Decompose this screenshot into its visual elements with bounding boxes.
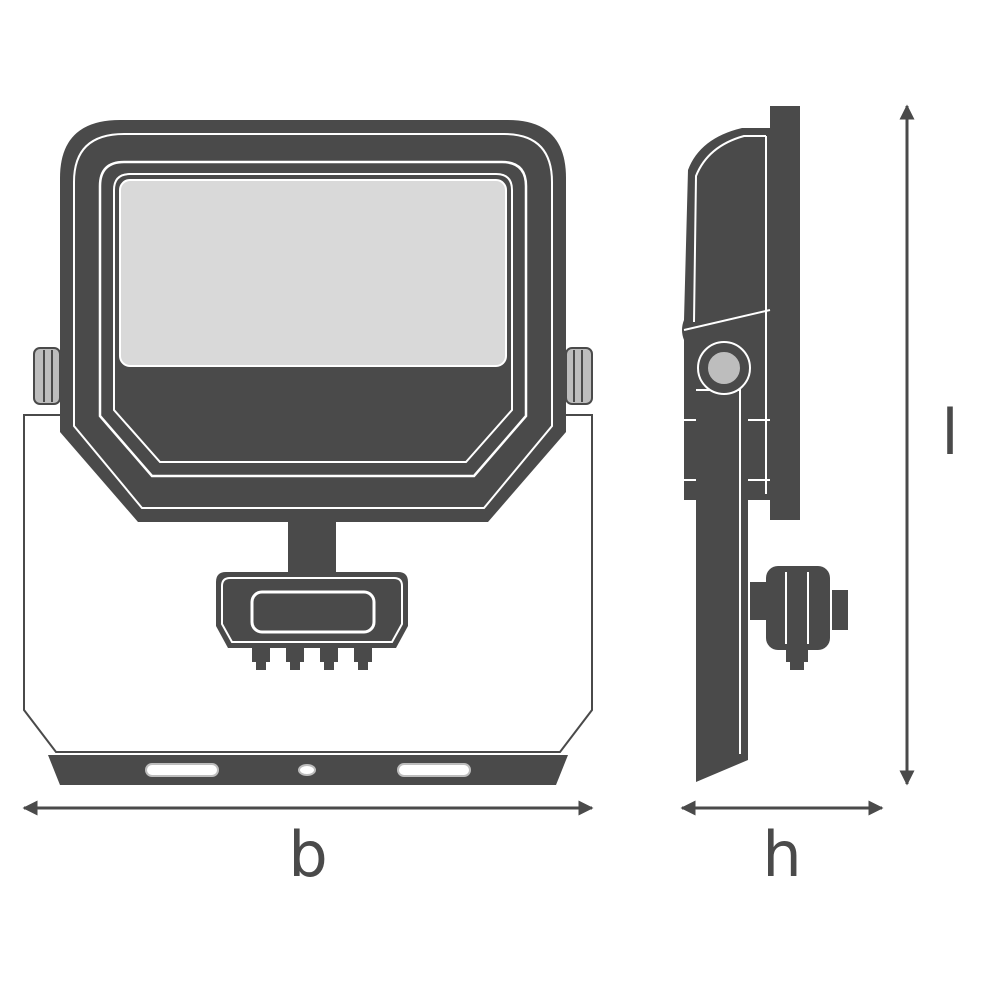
height-label-h: h xyxy=(762,818,802,891)
front-view xyxy=(23,120,593,785)
base-slot-right xyxy=(397,763,471,777)
junction-box-window xyxy=(250,590,376,634)
pivot-knob-right xyxy=(565,347,593,405)
dimension-lines xyxy=(22,104,915,816)
housing-inner-outline xyxy=(98,160,528,478)
side-bracket-arm xyxy=(688,380,748,782)
base-screw-hole xyxy=(298,764,316,776)
side-junction-box xyxy=(766,566,830,650)
side-view xyxy=(682,106,848,782)
base-slot-left xyxy=(145,763,219,777)
cable-neck xyxy=(288,520,336,578)
length-label-l: l xyxy=(941,396,959,469)
pivot-knob-left xyxy=(33,347,61,405)
led-lens xyxy=(119,179,507,367)
width-label-b: b xyxy=(288,818,328,891)
cable-glands xyxy=(252,648,372,670)
side-rear-plate xyxy=(770,106,800,520)
